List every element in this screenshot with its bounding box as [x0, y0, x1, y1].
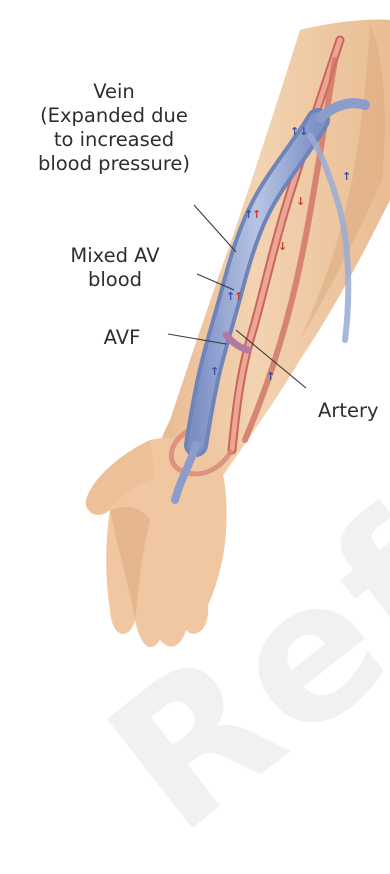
- svg-text:↓: ↓: [296, 195, 305, 208]
- label-vein-line: to increased: [0, 128, 228, 152]
- svg-text:↑: ↑: [234, 290, 243, 303]
- avf-diagram: ↑↓ ↑ ↑ ↑ ↑ ↑ ↓ ↓ ↑ ↑ Refer Vein (Expande…: [0, 0, 390, 655]
- label-vein-line: (Expanded due: [0, 104, 228, 128]
- label-vein-line: Vein: [0, 80, 228, 104]
- label-avf: AVF: [82, 326, 162, 350]
- label-mixed-line: blood: [40, 268, 190, 292]
- leader-line-vein: [194, 205, 236, 252]
- svg-text:↑: ↑: [342, 170, 351, 183]
- svg-text:↑: ↑: [252, 208, 261, 221]
- label-vein-line: blood pressure): [0, 152, 228, 176]
- label-vein: Vein (Expanded due to increased blood pr…: [0, 80, 228, 176]
- label-mixed-line: Mixed AV: [40, 244, 190, 268]
- label-mixed-av-blood: Mixed AV blood: [40, 244, 190, 292]
- svg-text:↑: ↑: [266, 370, 275, 383]
- label-artery: Artery: [318, 399, 379, 423]
- svg-text:↑↓: ↑↓: [290, 125, 308, 138]
- svg-text:↓: ↓: [278, 240, 287, 253]
- svg-text:↑: ↑: [210, 365, 219, 378]
